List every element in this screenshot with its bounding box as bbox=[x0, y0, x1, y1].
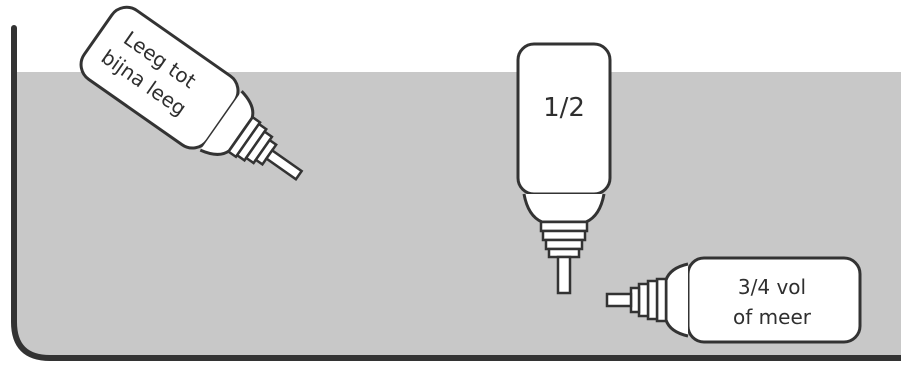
bottle-three-quarter-label-line-2: of meer bbox=[733, 305, 812, 329]
bottle-three-quarter-body bbox=[688, 258, 860, 342]
bottle-three-quarter-shoulder bbox=[666, 264, 688, 336]
bottle-half-nozzle bbox=[558, 257, 570, 293]
bottle-three-quarter-label-line-1: 3/4 vol bbox=[738, 275, 806, 299]
bottle-half-shoulder bbox=[524, 194, 604, 222]
bottle-half-label: 1/2 bbox=[543, 93, 585, 123]
bottle-three-quarter-nozzle bbox=[607, 294, 631, 306]
bottle-half-cap bbox=[541, 222, 587, 257]
